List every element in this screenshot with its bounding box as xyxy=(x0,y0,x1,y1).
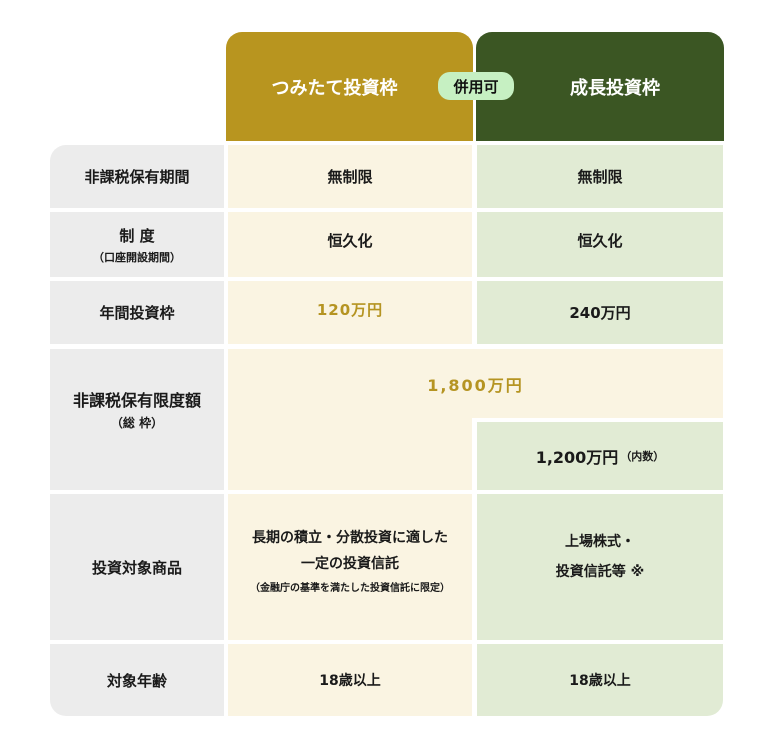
header-seicho: 成長投資枠 xyxy=(476,32,724,141)
label-text: 投資対象商品 xyxy=(91,558,182,577)
header-seicho-label: 成長投資枠 xyxy=(570,77,660,99)
tsumitate-annual-limit: 120万円 xyxy=(228,281,472,344)
seicho-system: 恒久化 xyxy=(477,212,723,277)
tsumitate-system: 恒久化 xyxy=(228,212,472,277)
seicho-eligible-age: 18歳以上 xyxy=(477,644,723,716)
tsumitate-eligible-age: 18歳以上 xyxy=(228,644,472,716)
value-note: （金融庁の基準を満たした投資信託に限定） xyxy=(250,582,450,594)
label-text: 対象年齢 xyxy=(106,671,167,690)
value-note: （内数） xyxy=(620,450,665,463)
row-label-annual-limit: 年間投資枠 xyxy=(50,281,224,344)
header-tsumitate-label: つみたて投資枠 xyxy=(271,77,398,99)
seicho-annual-limit: 240万円 xyxy=(477,281,723,344)
label-text: 制 度 xyxy=(119,226,155,245)
value-line-1: 長期の積立・分散投資に適した xyxy=(252,529,448,546)
row-label-lifetime-limit: 非課税保有限度額 （総 枠） xyxy=(50,349,224,490)
combined-lifetime-limit: 1,800万円 xyxy=(228,349,723,418)
value-text: 1,800万円 xyxy=(427,375,524,395)
label-text: 非課税保有限度額 xyxy=(72,390,201,410)
value-text: 18歳以上 xyxy=(569,673,631,689)
row-label-eligible-age: 対象年齢 xyxy=(50,644,224,716)
value-text: 240万円 xyxy=(569,304,631,322)
value-text: 恒久化 xyxy=(327,232,373,250)
seicho-lifetime-limit: 1,200万円 （内数） xyxy=(477,422,723,490)
label-subtext: （口座開設期間） xyxy=(93,250,181,264)
value-line-1: 上場株式・ xyxy=(565,534,635,550)
tsumitate-eligible-products: 長期の積立・分散投資に適した 一定の投資信託 （金融庁の基準を満たした投資信託に… xyxy=(228,494,472,640)
combinable-badge: 併用可 xyxy=(438,72,514,100)
tsumitate-tax-free-period: 無制限 xyxy=(228,145,472,208)
row-label-eligible-products: 投資対象商品 xyxy=(50,494,224,640)
value-text: 恒久化 xyxy=(577,232,623,250)
value-text: 120万円 xyxy=(316,301,384,319)
label-text: 年間投資枠 xyxy=(99,304,175,322)
seicho-tax-free-period: 無制限 xyxy=(477,145,723,208)
label-text: 非課税保有期間 xyxy=(84,168,190,186)
value-text: 無制限 xyxy=(327,168,373,186)
seicho-eligible-products: 上場株式・ 投資信託等 ※ xyxy=(477,494,723,640)
value-text: 1,200万円 xyxy=(535,448,619,467)
value-text: 無制限 xyxy=(577,168,623,186)
value-line-2: 一定の投資信託 xyxy=(301,555,399,572)
label-subtext: （総 枠） xyxy=(110,415,164,430)
value-line-2: 投資信託等 ※ xyxy=(555,564,645,580)
value-text: 18歳以上 xyxy=(319,673,381,689)
row-label-tax-free-period: 非課税保有期間 xyxy=(50,145,224,208)
header-tsumitate: つみたて投資枠 xyxy=(226,32,473,141)
row-label-system: 制 度 （口座開設期間） xyxy=(50,212,224,277)
